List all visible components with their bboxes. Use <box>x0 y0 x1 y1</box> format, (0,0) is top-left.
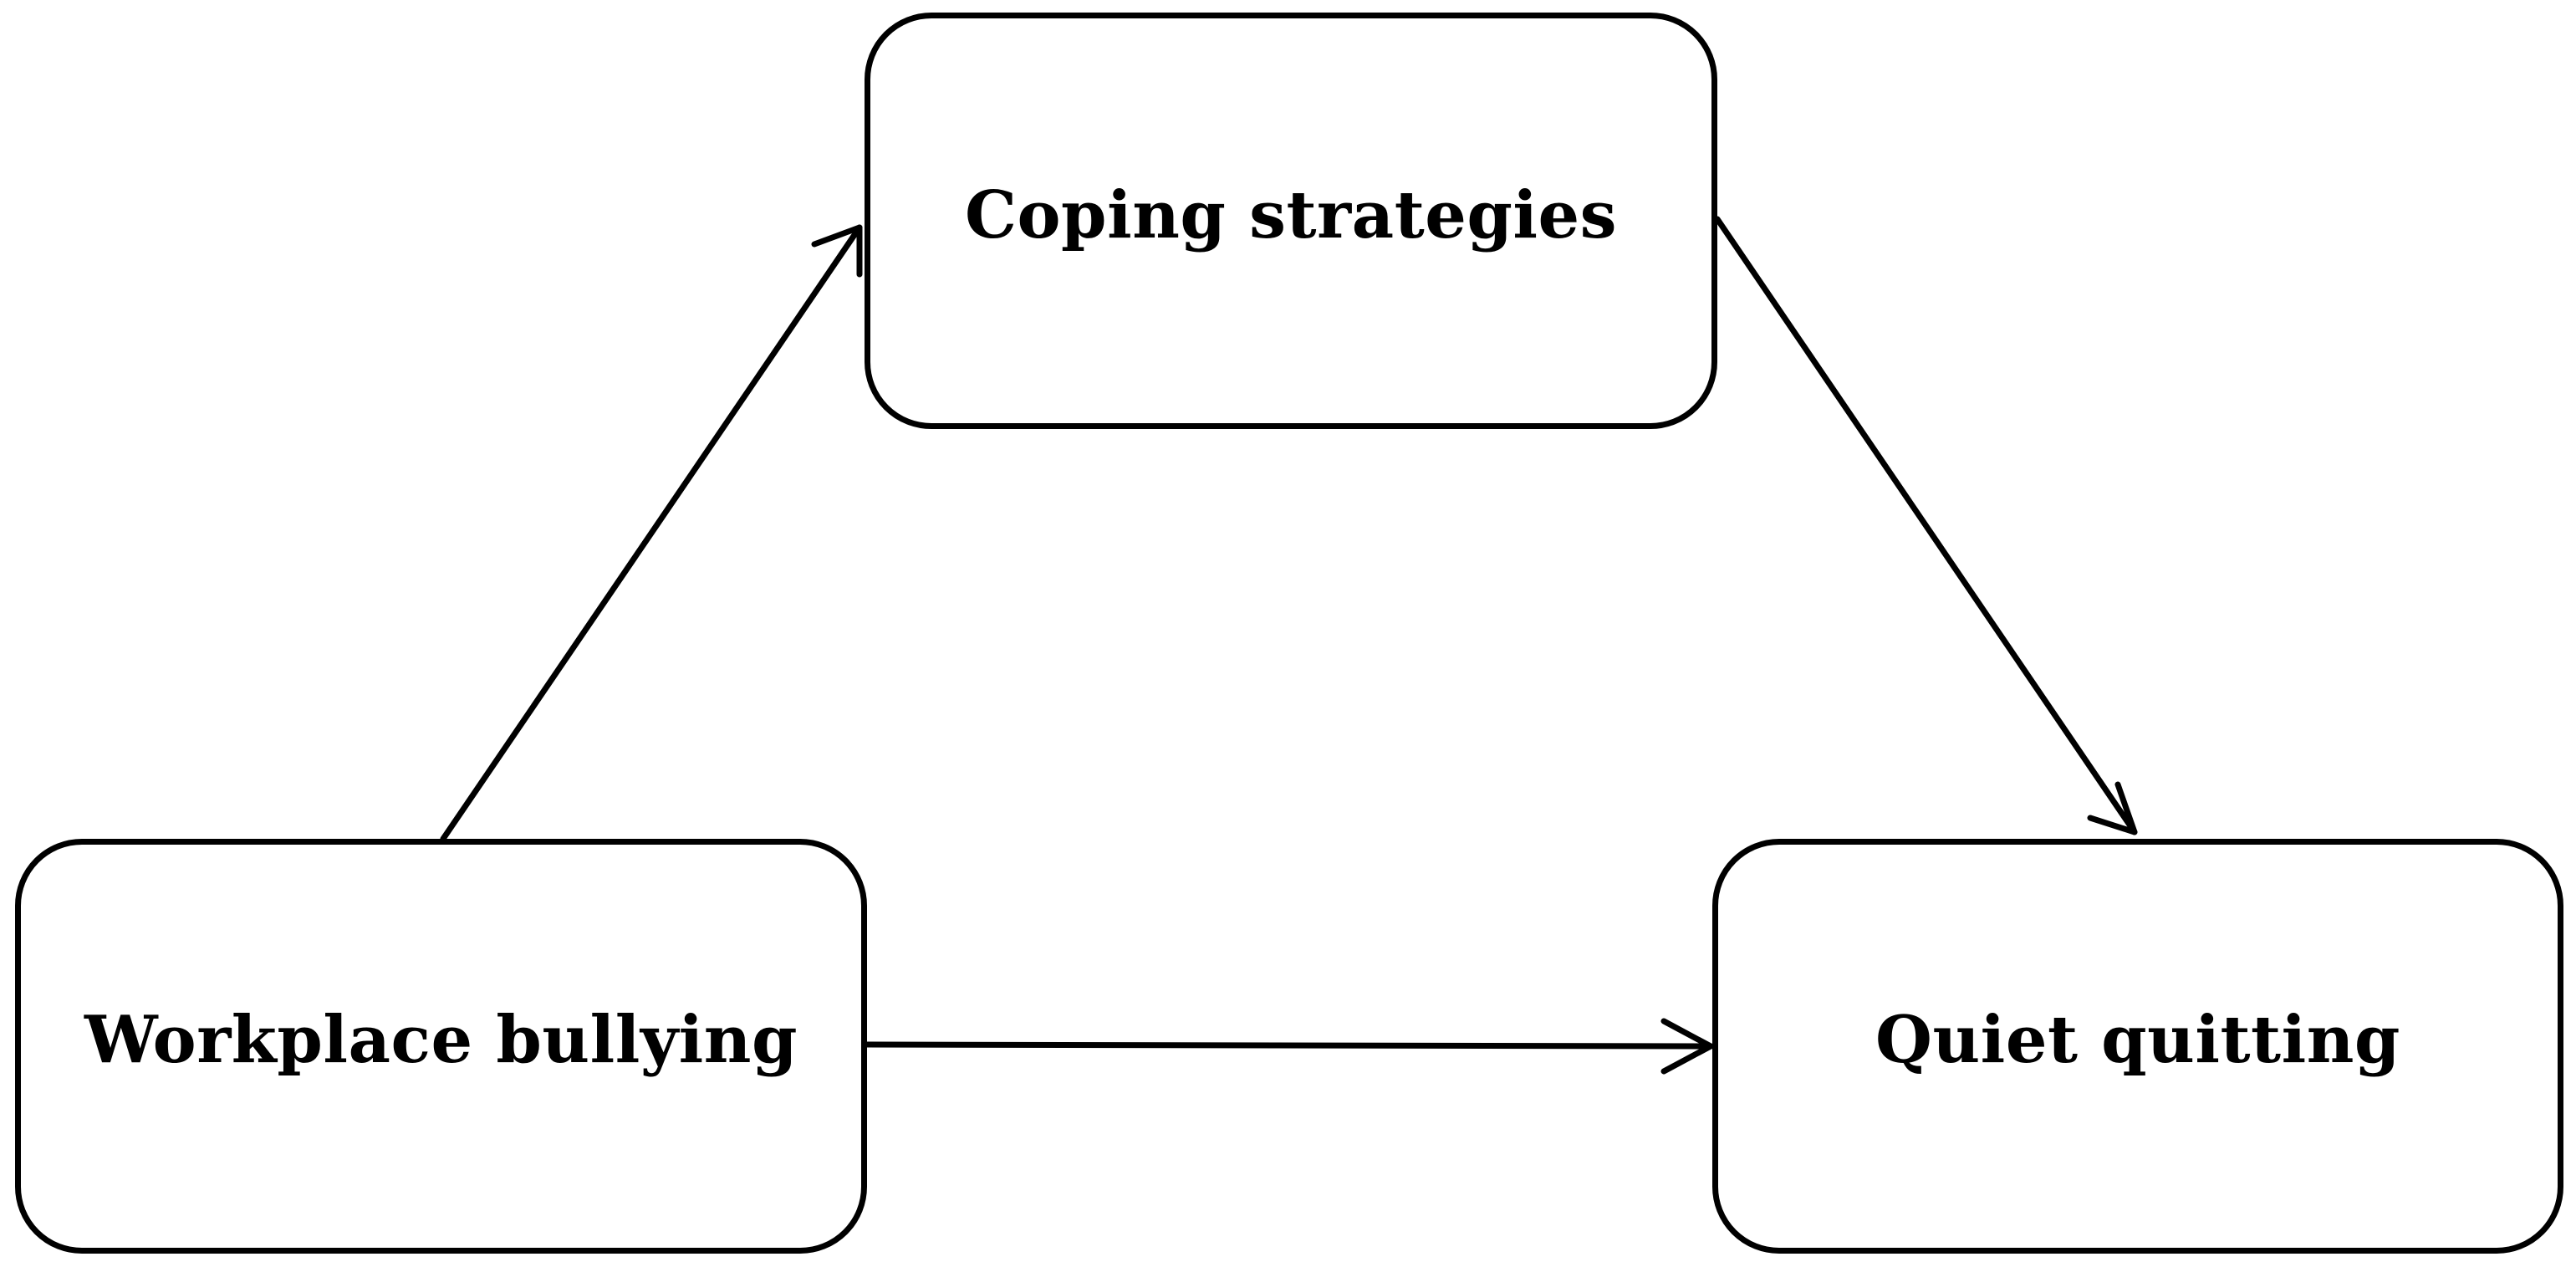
node-label-workplace-bullying: Workplace bullying <box>84 1001 798 1078</box>
node-label-quiet-quitting: Quiet quitting <box>1875 1001 2400 1078</box>
arrowhead-quitting-top <box>2087 781 2138 835</box>
node-label-coping-strategies: Coping strategies <box>964 176 1618 253</box>
edge-bullying-to-coping <box>440 224 863 842</box>
edge-coping-to-quitting <box>1714 216 2138 835</box>
node-quiet-quitting: Quiet quitting <box>1712 839 2563 1254</box>
arrowhead-quitting-left <box>1660 1018 1714 1075</box>
edge-bullying-to-quitting <box>864 1041 1714 1050</box>
node-coping-strategies: Coping strategies <box>865 13 1717 429</box>
node-workplace-bullying: Workplace bullying <box>15 839 867 1254</box>
arrowhead-coping <box>811 224 863 278</box>
